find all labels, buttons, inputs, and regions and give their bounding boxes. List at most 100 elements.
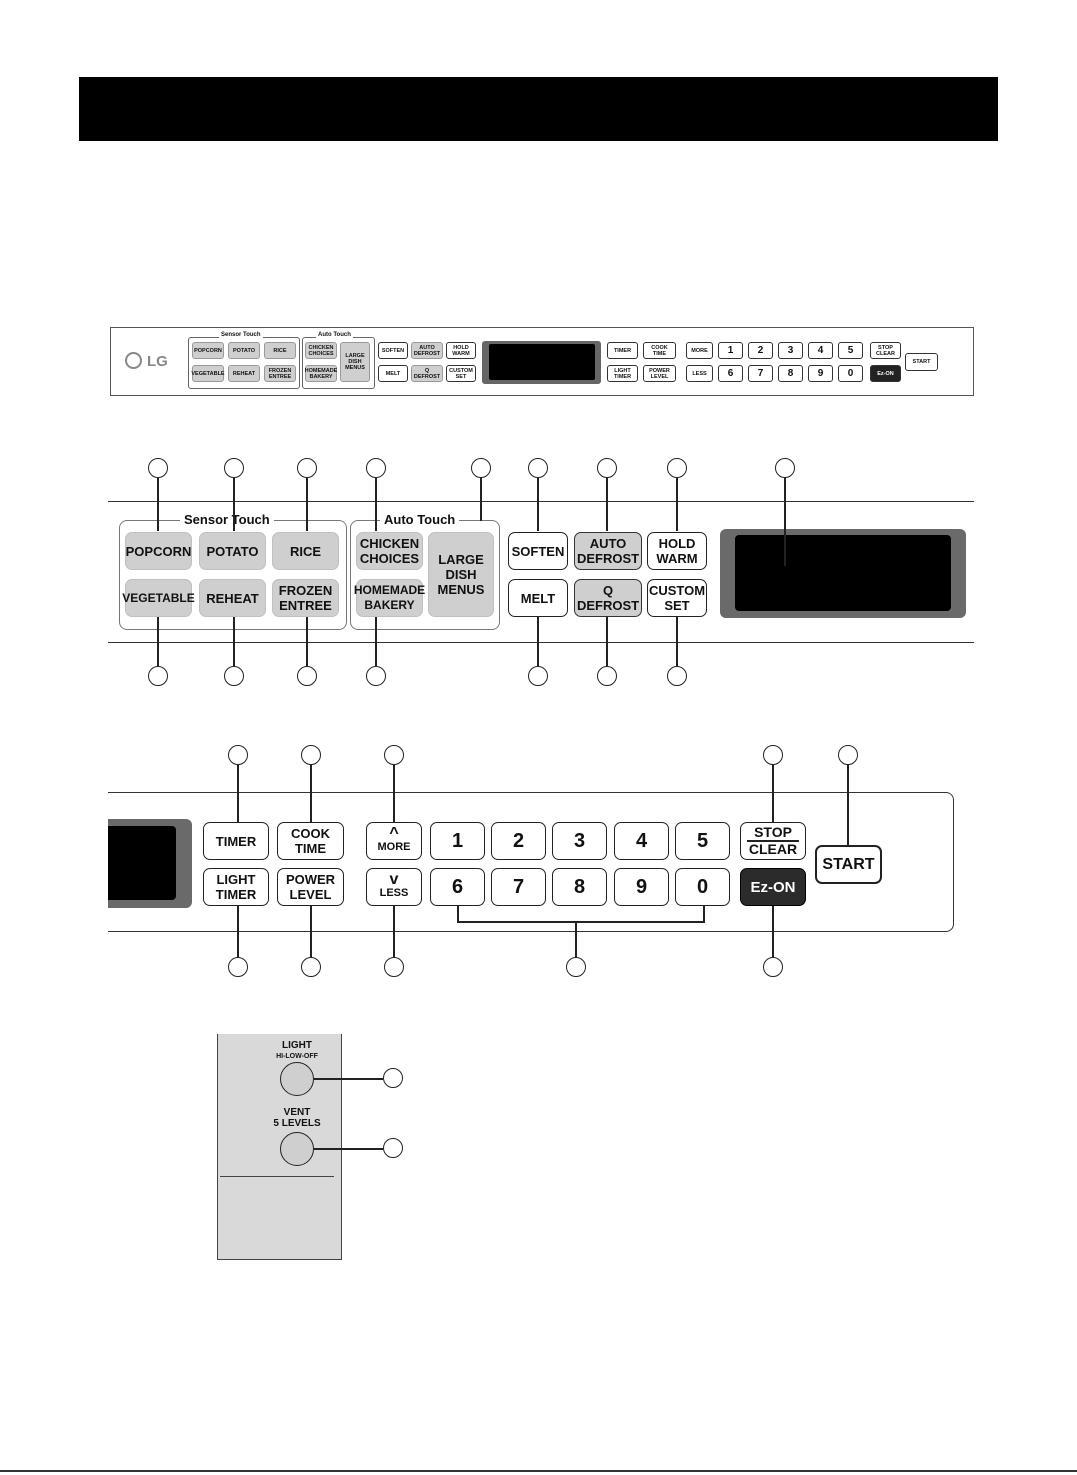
custom-set-button[interactable]: CUSTOM SET	[647, 579, 707, 617]
mini-display-screen	[489, 344, 595, 380]
mini-digit-6-button[interactable]: 6	[718, 365, 743, 382]
vent-label: VENT	[283, 1107, 311, 1118]
callout-circle	[471, 458, 491, 478]
mini-soften-button[interactable]: SOFTEN	[378, 342, 408, 359]
power-level-button[interactable]: POWER LEVEL	[277, 868, 344, 906]
vent-button[interactable]	[280, 1132, 314, 1166]
mini-timer-button[interactable]: TIMER	[607, 342, 638, 359]
page-bottom-rule	[0, 1470, 1077, 1472]
callout-circle	[566, 957, 586, 977]
mini-more-button[interactable]: MORE	[686, 342, 713, 359]
mini-large-dish-menus-button[interactable]: LARGE DISH MENUS	[340, 342, 370, 382]
digit-5-button[interactable]: 5	[675, 822, 730, 860]
mini-digit-2-button[interactable]: 2	[748, 342, 773, 359]
light-sub-label: HI-LOW-OFF	[276, 1053, 318, 1060]
mini-stop-clear-button[interactable]: STOP CLEAR	[870, 342, 901, 359]
mini-digit-8-button[interactable]: 8	[778, 365, 803, 382]
chevron-up-icon: ^	[389, 824, 399, 842]
display-screen	[735, 535, 951, 611]
frozen-entree-button[interactable]: FROZEN ENTREE	[272, 579, 339, 617]
callout-circle	[228, 957, 248, 977]
mini-potato-button[interactable]: POTATO	[228, 342, 260, 359]
light-button[interactable]	[280, 1062, 314, 1096]
q-defrost-button[interactable]: Q DEFROST	[574, 579, 642, 617]
callout-circle	[384, 745, 404, 765]
mini-melt-button[interactable]: MELT	[378, 365, 408, 382]
callout-circle	[597, 458, 617, 478]
callout-circle	[528, 666, 548, 686]
digit-2-button[interactable]: 2	[491, 822, 546, 860]
leader-line	[237, 765, 239, 822]
callout-circle	[301, 957, 321, 977]
callout-circle	[383, 1138, 403, 1158]
large-dish-menus-button[interactable]: LARGE DISH MENUS	[428, 532, 494, 617]
mini-less-button[interactable]: LESS	[686, 365, 713, 382]
vegetable-button[interactable]: VEGETABLE	[122, 579, 195, 617]
mini-hold-warm-button[interactable]: HOLD WARM	[446, 342, 476, 359]
digit-9-button[interactable]: 9	[614, 868, 669, 906]
potato-button[interactable]: POTATO	[199, 532, 266, 570]
q-defrost-q-label: Q	[602, 583, 614, 598]
leader-line	[537, 478, 539, 531]
mini-digit-1-button[interactable]: 1	[718, 342, 743, 359]
light-timer-button[interactable]: LIGHT TIMER	[203, 868, 269, 906]
melt-button[interactable]: MELT	[508, 579, 568, 617]
timer-button[interactable]: TIMER	[203, 822, 269, 860]
mini-digit-9-button[interactable]: 9	[808, 365, 833, 382]
digit-0-button[interactable]: 0	[675, 868, 730, 906]
mini-popcorn-button[interactable]: POPCORN	[192, 342, 224, 359]
more-button[interactable]: ^ MORE	[366, 822, 422, 860]
digit-7-button[interactable]: 7	[491, 868, 546, 906]
mini-digit-4-button[interactable]: 4	[808, 342, 833, 359]
ez-on-button[interactable]: Ez-ON	[740, 868, 806, 906]
cook-time-button[interactable]: COOK TIME	[277, 822, 344, 860]
callout-circle	[366, 666, 386, 686]
mini-ez-on-button[interactable]: Ez-ON	[870, 365, 901, 382]
mini-light-timer-button[interactable]: LIGHT TIMER	[607, 365, 638, 382]
popcorn-button[interactable]: POPCORN	[125, 532, 192, 570]
auto-defrost-button[interactable]: AUTO DEFROST	[574, 532, 642, 570]
mini-vegetable-button[interactable]: VEGETABLE	[191, 365, 225, 382]
leader-line	[314, 1148, 383, 1150]
callout-circle	[597, 666, 617, 686]
mini-start-button[interactable]: START	[905, 353, 938, 371]
mini-cook-time-button[interactable]: COOK TIME	[643, 342, 676, 359]
callout-circle	[528, 458, 548, 478]
leader-line	[393, 765, 395, 822]
rice-button[interactable]: RICE	[272, 532, 339, 570]
mini-homemade-bakery-button[interactable]: HOMEMADE BAKERY	[305, 365, 337, 382]
stop-clear-divider	[747, 840, 799, 842]
callout-circle	[228, 745, 248, 765]
start-button[interactable]: START	[815, 845, 882, 884]
digit-4-button[interactable]: 4	[614, 822, 669, 860]
mini-reheat-button[interactable]: REHEAT	[228, 365, 260, 382]
mini-digit-3-button[interactable]: 3	[778, 342, 803, 359]
mini-chicken-choices-button[interactable]: CHICKEN CHOICES	[305, 342, 337, 359]
leader-line	[157, 617, 159, 666]
callout-circle	[384, 957, 404, 977]
chicken-choices-button[interactable]: CHICKEN CHOICES	[356, 532, 423, 570]
leader-line	[375, 478, 377, 531]
reheat-button[interactable]: REHEAT	[199, 579, 266, 617]
mini-q-defrost-button[interactable]: Q DEFROST	[411, 365, 443, 382]
mini-power-level-button[interactable]: POWER LEVEL	[643, 365, 676, 382]
less-button[interactable]: v LESS	[366, 868, 422, 906]
soften-button[interactable]: SOFTEN	[508, 532, 568, 570]
homemade-bakery-button[interactable]: HOMEMADE BAKERY	[354, 579, 425, 617]
mini-digit-7-button[interactable]: 7	[748, 365, 773, 382]
digit-6-button[interactable]: 6	[430, 868, 485, 906]
chevron-down-icon: v	[389, 870, 399, 888]
hold-warm-button[interactable]: HOLD WARM	[647, 532, 707, 570]
leader-line	[676, 617, 678, 666]
mini-custom-set-button[interactable]: CUSTOM SET	[446, 365, 476, 382]
digit-1-button[interactable]: 1	[430, 822, 485, 860]
mini-digit-0-button[interactable]: 0	[838, 365, 863, 382]
digit-3-button[interactable]: 3	[552, 822, 607, 860]
mini-digit-5-button[interactable]: 5	[838, 342, 863, 359]
leader-line	[314, 1078, 383, 1080]
digit-8-button[interactable]: 8	[552, 868, 607, 906]
mini-rice-button[interactable]: RICE	[264, 342, 296, 359]
mini-frozen-entree-button[interactable]: FROZEN ENTREE	[264, 365, 296, 382]
mini-auto-defrost-button[interactable]: AUTO DEFROST	[411, 342, 443, 359]
panel1-bottom-edge	[108, 642, 974, 643]
